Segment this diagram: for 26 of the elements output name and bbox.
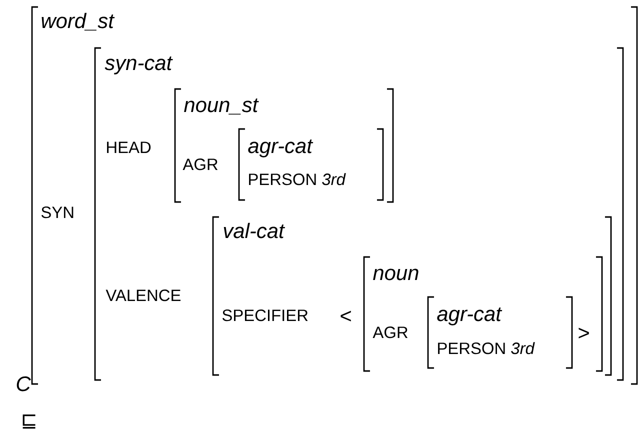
variable-label: C bbox=[16, 376, 31, 392]
attribute-value-matrix bbox=[238, 128, 384, 201]
feature-name: AGR bbox=[182, 158, 218, 170]
type-label: noun bbox=[373, 268, 418, 280]
type-label: agr-cat bbox=[437, 307, 502, 326]
type-label: noun_st bbox=[184, 98, 259, 115]
feature-name: HEAD bbox=[107, 142, 151, 153]
type-label: word_st bbox=[42, 12, 115, 31]
attribute-value-matrix bbox=[363, 256, 603, 372]
feature-name: SYN bbox=[41, 206, 74, 218]
attribute-value-matrix bbox=[31, 6, 638, 385]
angle-bracket: > bbox=[578, 328, 589, 338]
feature-value-pair: PERSON 3rd bbox=[249, 173, 346, 186]
angle-bracket: < bbox=[340, 310, 351, 322]
feature-name: SPECIFIER bbox=[222, 310, 308, 322]
feature-value-pair: PERSON 3rd bbox=[438, 342, 535, 354]
subsumption-symbol: ⊑ bbox=[22, 414, 36, 429]
type-label: val-cat bbox=[224, 222, 286, 238]
type-label: syn-cat bbox=[104, 56, 173, 74]
attribute-value-matrix bbox=[174, 88, 394, 203]
attribute-value-matrix bbox=[212, 216, 612, 376]
attribute-value-matrix bbox=[94, 47, 624, 381]
type-label: agr-cat bbox=[248, 139, 314, 158]
attribute-value-matrix bbox=[427, 296, 573, 369]
feature-name: VALENCE bbox=[106, 290, 180, 302]
feature-name: AGR bbox=[372, 326, 408, 338]
